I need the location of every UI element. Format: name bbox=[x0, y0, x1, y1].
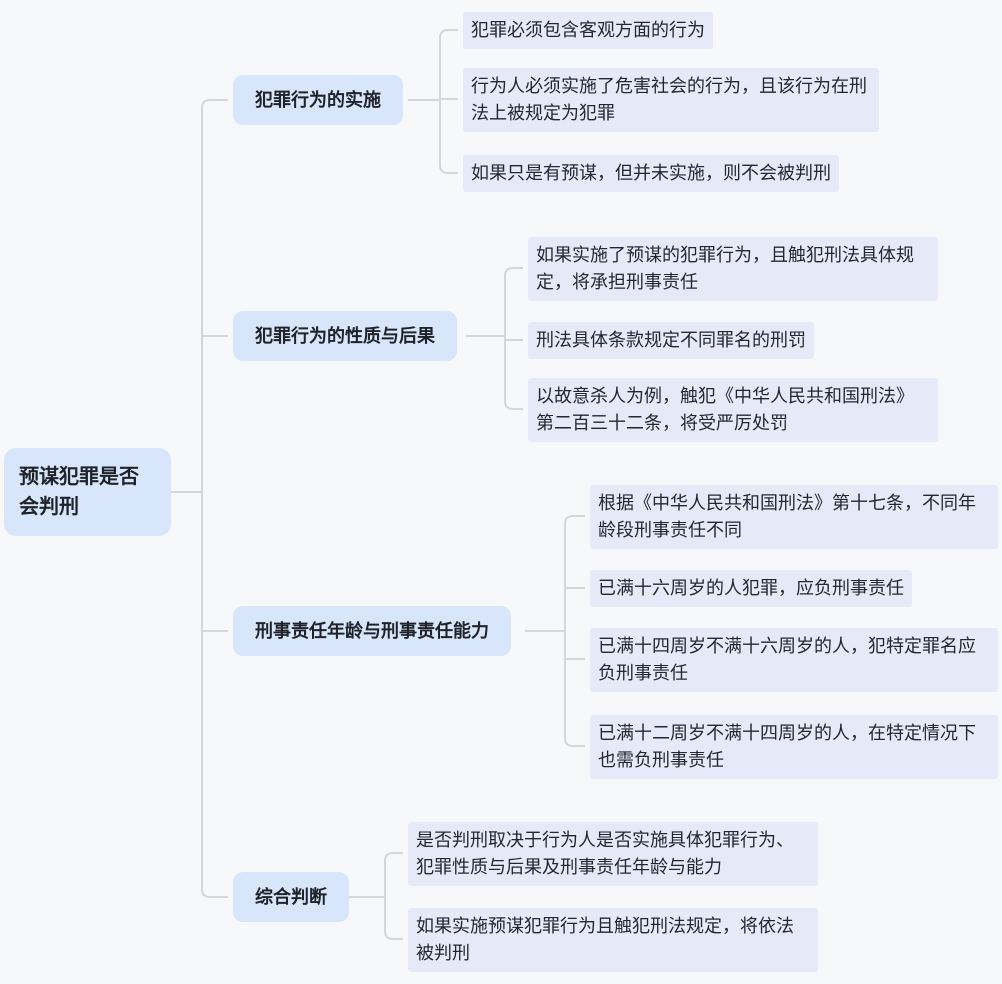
branch-node-criminal-age-capacity[interactable]: 刑事责任年龄与刑事责任能力 bbox=[233, 606, 511, 656]
leaf-node[interactable]: 刑法具体条款规定不同罪名的刑罚 bbox=[528, 322, 814, 359]
leaf-node[interactable]: 已满十六周岁的人犯罪，应负刑事责任 bbox=[590, 570, 912, 607]
leaf-node[interactable]: 以故意杀人为例，触犯《中华人民共和国刑法》第二百三十二条，将受严厉处罚 bbox=[528, 378, 938, 442]
branch-node-implementation[interactable]: 犯罪行为的实施 bbox=[233, 75, 403, 125]
leaf-node[interactable]: 根据《中华人民共和国刑法》第十七条，不同年龄段刑事责任不同 bbox=[590, 485, 998, 549]
leaf-node[interactable]: 如果实施了预谋的犯罪行为，且触犯刑法具体规定，将承担刑事责任 bbox=[528, 237, 938, 301]
leaf-node[interactable]: 如果实施预谋犯罪行为且触犯刑法规定，将依法被判刑 bbox=[408, 908, 818, 972]
leaf-node[interactable]: 已满十四周岁不满十六周岁的人，犯特定罪名应负刑事责任 bbox=[590, 628, 998, 692]
branch-node-overall-judgement[interactable]: 综合判断 bbox=[233, 872, 349, 922]
leaf-node[interactable]: 行为人必须实施了危害社会的行为，且该行为在刑法上被规定为犯罪 bbox=[463, 68, 879, 132]
leaf-node[interactable]: 犯罪必须包含客观方面的行为 bbox=[463, 12, 713, 49]
leaf-node[interactable]: 已满十二周岁不满十四周岁的人，在特定情况下也需负刑事责任 bbox=[590, 715, 998, 779]
leaf-node[interactable]: 如果只是有预谋，但并未实施，则不会被判刑 bbox=[463, 155, 839, 192]
leaf-node[interactable]: 是否判刑取决于行为人是否实施具体犯罪行为、犯罪性质与后果及刑事责任年龄与能力 bbox=[408, 822, 818, 886]
root-node[interactable]: 预谋犯罪是否会判刑 bbox=[4, 448, 171, 536]
branch-node-nature-consequence[interactable]: 犯罪行为的性质与后果 bbox=[233, 311, 457, 361]
